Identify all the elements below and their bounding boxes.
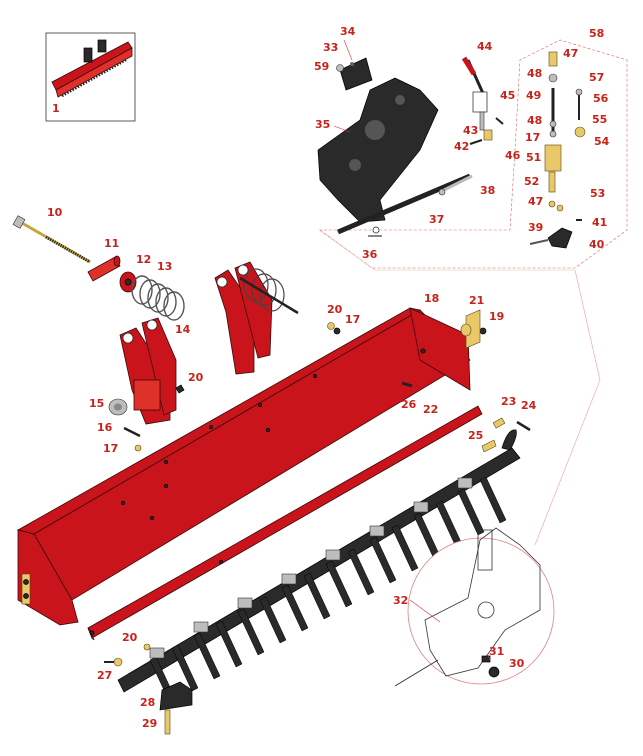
callout-36: 36 xyxy=(362,248,378,261)
spring-arm-left[interactable] xyxy=(119,317,177,425)
callout-17-c: 17 xyxy=(525,131,540,144)
callout-21: 21 xyxy=(469,294,484,307)
parts-36-37[interactable] xyxy=(368,226,382,237)
callout-13: 13 xyxy=(157,260,172,273)
callout-52: 52 xyxy=(524,175,539,188)
tine-clamps xyxy=(149,477,473,659)
callout-17-a: 17 xyxy=(103,442,118,455)
callout-27: 27 xyxy=(97,669,112,682)
callout-39: 39 xyxy=(528,221,543,234)
callout-15: 15 xyxy=(89,397,104,410)
spring-arm-right[interactable] xyxy=(214,261,299,375)
spring-right xyxy=(243,268,285,312)
callout-20-c: 20 xyxy=(122,631,138,644)
pivot-bracket-assembly[interactable] xyxy=(317,57,473,235)
callout-40: 40 xyxy=(589,238,605,251)
pivot-assembly-boundary xyxy=(319,39,628,546)
callout-46: 46 xyxy=(505,149,521,162)
callout-20-b: 20 xyxy=(327,303,343,316)
callout-31: 31 xyxy=(489,645,504,658)
callout-56: 56 xyxy=(593,92,609,105)
callout-54: 54 xyxy=(594,135,610,148)
lower-cross-bar[interactable] xyxy=(87,405,483,641)
callout-16: 16 xyxy=(97,421,113,434)
adjuster-assembly[interactable] xyxy=(529,51,586,249)
latch-handle[interactable] xyxy=(461,56,504,145)
callout-47-b: 47 xyxy=(528,195,543,208)
callout-51: 51 xyxy=(526,151,541,164)
parts-27-29[interactable] xyxy=(104,657,193,735)
part-21-bracket[interactable] xyxy=(460,309,481,349)
callout-45: 45 xyxy=(500,89,515,102)
callout-12: 12 xyxy=(136,253,151,266)
callout-19: 19 xyxy=(489,310,504,323)
callout-30: 30 xyxy=(509,657,525,670)
callout-34: 34 xyxy=(340,25,356,38)
thumbnail-assembly-image xyxy=(51,39,133,98)
detail-magnifier-circle[interactable] xyxy=(394,527,555,687)
callout-17-b: 17 xyxy=(345,313,360,326)
callout-48-b: 48 xyxy=(527,114,542,127)
callout-24: 24 xyxy=(521,399,537,412)
callout-18: 18 xyxy=(424,292,439,305)
callout-1: 1 xyxy=(52,102,60,115)
callout-38: 38 xyxy=(480,184,495,197)
part-10-long-bolt[interactable] xyxy=(12,215,91,264)
callout-57: 57 xyxy=(589,71,604,84)
tine-teeth xyxy=(149,476,507,704)
leader-lines xyxy=(333,39,491,661)
callout-35: 35 xyxy=(315,118,330,131)
thumbnail-inset[interactable]: 1 xyxy=(45,32,136,122)
callout-59: 59 xyxy=(314,60,329,73)
callout-44: 44 xyxy=(477,40,493,53)
callout-10: 10 xyxy=(47,206,63,219)
callout-20-a: 20 xyxy=(188,371,204,384)
small-hardware[interactable] xyxy=(123,322,487,651)
callout-11: 11 xyxy=(104,237,119,250)
callout-49: 49 xyxy=(526,89,541,102)
callout-28: 28 xyxy=(140,696,155,709)
callout-55: 55 xyxy=(592,113,607,126)
callout-labels: 10 11 12 13 14 15 16 17 17 17 18 19 20 2… xyxy=(47,25,610,730)
callout-58: 58 xyxy=(589,27,604,40)
parts-23-25[interactable] xyxy=(481,417,531,453)
part-15-bushing[interactable] xyxy=(108,398,128,416)
callout-42: 42 xyxy=(454,140,469,153)
callout-48-a: 48 xyxy=(527,67,542,80)
callout-22: 22 xyxy=(423,403,438,416)
callout-26: 26 xyxy=(401,398,417,411)
callout-43: 43 xyxy=(463,124,478,137)
part-11-sleeve[interactable] xyxy=(87,255,121,282)
callout-25: 25 xyxy=(468,429,483,442)
callout-29: 29 xyxy=(142,717,157,730)
callout-37: 37 xyxy=(429,213,444,226)
callout-33: 33 xyxy=(323,41,338,54)
callout-23: 23 xyxy=(501,395,516,408)
main-frame-weldment[interactable] xyxy=(16,307,471,626)
callout-41: 41 xyxy=(592,216,607,229)
tine-bar-assembly[interactable] xyxy=(117,447,521,704)
part-13-spring[interactable] xyxy=(131,275,185,321)
callout-47-a: 47 xyxy=(563,47,578,60)
callout-32: 32 xyxy=(393,594,408,607)
callout-53: 53 xyxy=(590,187,605,200)
callout-14: 14 xyxy=(175,323,191,336)
